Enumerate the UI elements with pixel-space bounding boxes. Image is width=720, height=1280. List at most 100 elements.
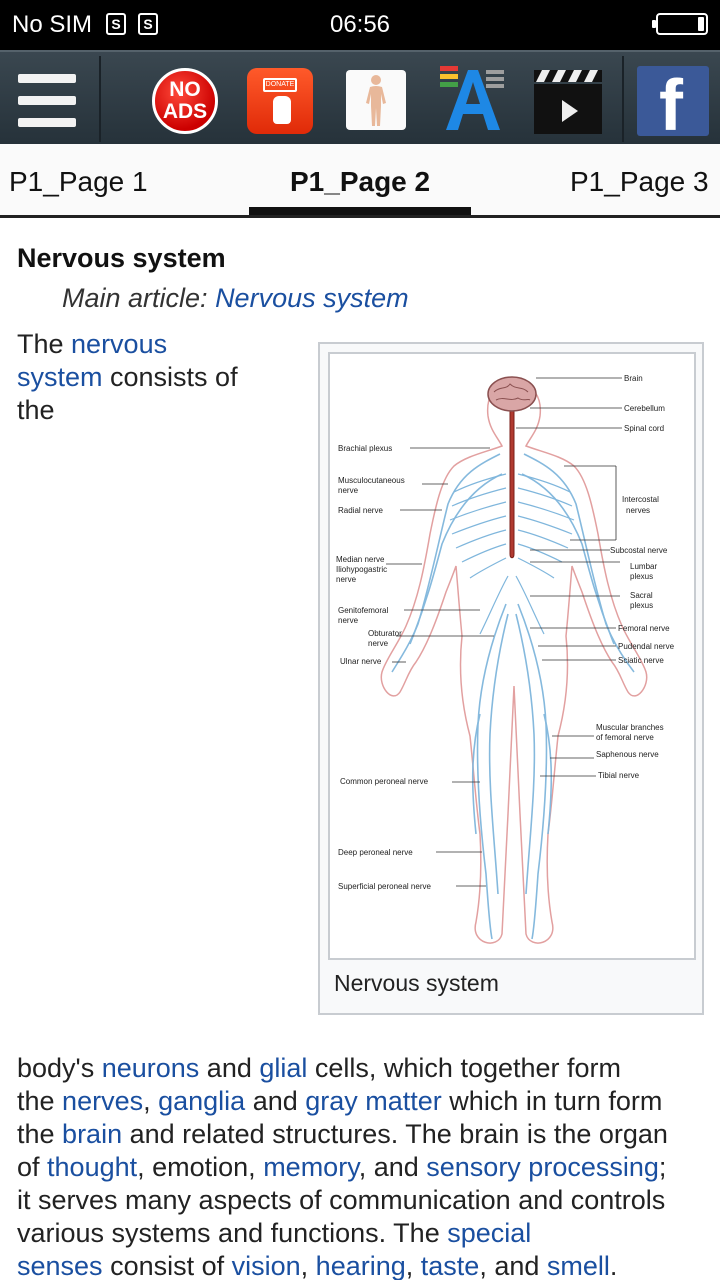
tab-page-1[interactable]: P1_Page 1 bbox=[9, 166, 148, 197]
human-body-icon[interactable] bbox=[346, 70, 406, 130]
diagram-label: Cerebellum bbox=[624, 404, 665, 413]
nervous-system-illustration: Brain Cerebellum Spinal cord Intercostal… bbox=[336, 374, 675, 944]
diagram-label: Deep peroneal nerve bbox=[338, 848, 413, 857]
text-span: , bbox=[143, 1086, 159, 1116]
text-span: . bbox=[609, 1251, 618, 1280]
tab-page-2[interactable]: P1_Page 2 bbox=[290, 166, 431, 197]
neurons-link[interactable]: neurons bbox=[101, 1053, 200, 1083]
video-clapperboard-icon[interactable] bbox=[532, 66, 604, 136]
diagram-label: nerve bbox=[338, 486, 359, 495]
text-span: consists of bbox=[102, 362, 238, 392]
main-article-note: Main article: Nervous system bbox=[62, 283, 409, 314]
paragraph-line: body's neurons and glial cells, which to… bbox=[17, 1052, 707, 1085]
nerves-link[interactable]: nerves bbox=[62, 1086, 144, 1116]
toolbar-divider bbox=[622, 56, 624, 142]
gray-matter-link[interactable]: gray matter bbox=[305, 1086, 442, 1116]
donate-button[interactable]: DONATE bbox=[247, 68, 313, 134]
diagram-label: Sacral bbox=[630, 591, 653, 600]
diagram-label: Iliohypogastric bbox=[336, 565, 387, 574]
section-title: Nervous system bbox=[17, 243, 226, 273]
main-article-prefix: Main article: bbox=[62, 283, 216, 313]
toolbar: NO ADS DONATE f bbox=[0, 50, 720, 144]
text-span: The bbox=[17, 329, 72, 359]
diagram-label: Obturator bbox=[368, 629, 402, 638]
diagram-label: nerves bbox=[626, 506, 650, 515]
diagram-label: Brachial plexus bbox=[338, 444, 392, 453]
sim-icon: S bbox=[138, 13, 158, 35]
sensory-processing-link[interactable]: sensory processing bbox=[426, 1152, 659, 1182]
special-link[interactable]: special bbox=[447, 1218, 532, 1248]
hamburger-menu-icon[interactable] bbox=[18, 72, 76, 128]
text-span: the bbox=[17, 1119, 63, 1149]
diagram-label: nerve bbox=[338, 616, 359, 625]
diagram-label: Ulnar nerve bbox=[340, 657, 382, 666]
diagram-label: plexus bbox=[630, 601, 653, 610]
text-span: and related structures. The brain is the… bbox=[122, 1119, 668, 1149]
nervous-system-diagram[interactable]: Brain Cerebellum Spinal cord Intercostal… bbox=[328, 352, 696, 960]
text-span: ; bbox=[658, 1152, 667, 1182]
paragraph-line: of thought, emotion, memory, and sensory… bbox=[17, 1151, 707, 1184]
brain-link[interactable]: brain bbox=[62, 1119, 123, 1149]
page-tabs: P1_Page 1 P1_Page 2 P1_Page 3 bbox=[0, 144, 720, 218]
paragraph-line: senses consist of vision, hearing, taste… bbox=[17, 1250, 707, 1280]
text-span: , and bbox=[358, 1152, 427, 1182]
body-paragraph: body's neurons and glial cells, which to… bbox=[17, 1052, 707, 1280]
text-span: , bbox=[405, 1251, 421, 1280]
figure-nervous-system: Brain Cerebellum Spinal cord Intercostal… bbox=[318, 342, 704, 1015]
diagram-label: Spinal cord bbox=[624, 424, 664, 433]
text-span: , emotion, bbox=[137, 1152, 264, 1182]
sim-icon: S bbox=[106, 13, 126, 35]
hearing-link[interactable]: hearing bbox=[315, 1251, 406, 1280]
diagram-label: Pudendal nerve bbox=[618, 642, 675, 651]
text-span: and bbox=[245, 1086, 306, 1116]
text-span: the bbox=[17, 1086, 63, 1116]
taste-link[interactable]: taste bbox=[420, 1251, 480, 1280]
nervous-system-link[interactable]: nervous bbox=[71, 329, 168, 359]
text-span: , bbox=[300, 1251, 316, 1280]
vision-link[interactable]: vision bbox=[231, 1251, 301, 1280]
no-ads-label: ADS bbox=[162, 100, 208, 123]
carrier-label: No SIM bbox=[12, 11, 93, 38]
status-bar: No SIM S S 06:56 bbox=[0, 0, 720, 50]
diagram-label: Subcostal nerve bbox=[610, 546, 668, 555]
smell-link[interactable]: smell bbox=[546, 1251, 610, 1280]
battery-icon bbox=[652, 13, 708, 35]
paragraph-line: various systems and functions. The speci… bbox=[17, 1217, 707, 1250]
font-size-icon[interactable] bbox=[438, 64, 506, 134]
main-article-link[interactable]: Nervous system bbox=[215, 283, 409, 313]
no-ads-label: NO bbox=[169, 78, 201, 101]
text-span: which in turn form bbox=[441, 1086, 663, 1116]
tab-page-3[interactable]: P1_Page 3 bbox=[570, 166, 709, 197]
diagram-label: Common peroneal nerve bbox=[340, 777, 429, 786]
diagram-label: Muscular branches bbox=[596, 723, 664, 732]
text-span: consist of bbox=[102, 1251, 232, 1280]
paragraph-line: the brain and related structures. The br… bbox=[17, 1118, 707, 1151]
no-ads-button[interactable]: NO ADS bbox=[152, 68, 218, 134]
diagram-label: Intercostal bbox=[622, 495, 659, 504]
memory-link[interactable]: memory bbox=[263, 1152, 359, 1182]
diagram-label: of femoral nerve bbox=[596, 733, 654, 742]
figure-caption: Nervous system bbox=[334, 970, 499, 996]
diagram-label: Tibial nerve bbox=[598, 771, 640, 780]
text-span: it serves many aspects of communication … bbox=[17, 1185, 666, 1215]
diagram-label: Sciatic nerve bbox=[618, 656, 664, 665]
text-span: and bbox=[199, 1053, 260, 1083]
text-span: cells, which together form bbox=[307, 1053, 622, 1083]
facebook-button[interactable]: f bbox=[637, 66, 709, 136]
text-span: body's bbox=[17, 1053, 102, 1083]
diagram-label: Superficial peroneal nerve bbox=[338, 882, 431, 891]
toolbar-divider bbox=[99, 56, 101, 142]
nervous-system-link[interactable]: system bbox=[17, 362, 103, 392]
paragraph-line: the nerves, ganglia and gray matter whic… bbox=[17, 1085, 707, 1118]
diagram-label: plexus bbox=[630, 572, 653, 581]
active-tab-indicator bbox=[249, 207, 471, 215]
senses-link[interactable]: senses bbox=[17, 1251, 103, 1280]
thought-link[interactable]: thought bbox=[47, 1152, 138, 1182]
clock: 06:56 bbox=[329, 11, 391, 38]
ganglia-link[interactable]: ganglia bbox=[158, 1086, 246, 1116]
donate-label: DONATE bbox=[263, 78, 297, 92]
diagram-label: nerve bbox=[368, 639, 389, 648]
text-span: of bbox=[17, 1152, 48, 1182]
pointing-hand-icon bbox=[273, 96, 291, 124]
glial-link[interactable]: glial bbox=[259, 1053, 308, 1083]
